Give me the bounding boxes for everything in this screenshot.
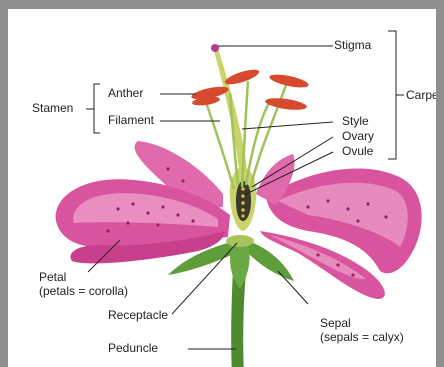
label-stamen: Stamen — [32, 102, 73, 115]
label-peduncle: Peduncle — [108, 342, 158, 355]
label-anther: Anther — [108, 87, 143, 100]
label-receptacle: Receptacle — [108, 309, 168, 322]
carpel-bracket — [388, 31, 404, 159]
diagram-frame: Stigma Carpel Stamen Anther Filament Sty… — [8, 9, 436, 367]
label-ovary: Ovary — [342, 130, 374, 143]
label-carpel: Carpel — [406, 89, 436, 102]
stamen-bracket — [86, 84, 100, 133]
stigma-shape — [211, 44, 219, 52]
flower-illustration — [8, 9, 436, 367]
label-stigma: Stigma — [334, 39, 371, 52]
receptacle-shape — [226, 235, 254, 247]
anthers — [190, 67, 309, 112]
label-petal: Petal — [39, 271, 66, 284]
label-petal-note: (petals = corolla) — [39, 285, 128, 298]
label-sepal: Sepal — [320, 317, 351, 330]
label-sepal-note: (sepals = calyx) — [320, 331, 404, 344]
label-filament: Filament — [108, 114, 154, 127]
flower-diagram: Stigma Carpel Stamen Anther Filament Sty… — [8, 9, 436, 367]
label-ovule: Ovule — [342, 145, 373, 158]
label-style: Style — [342, 115, 369, 128]
